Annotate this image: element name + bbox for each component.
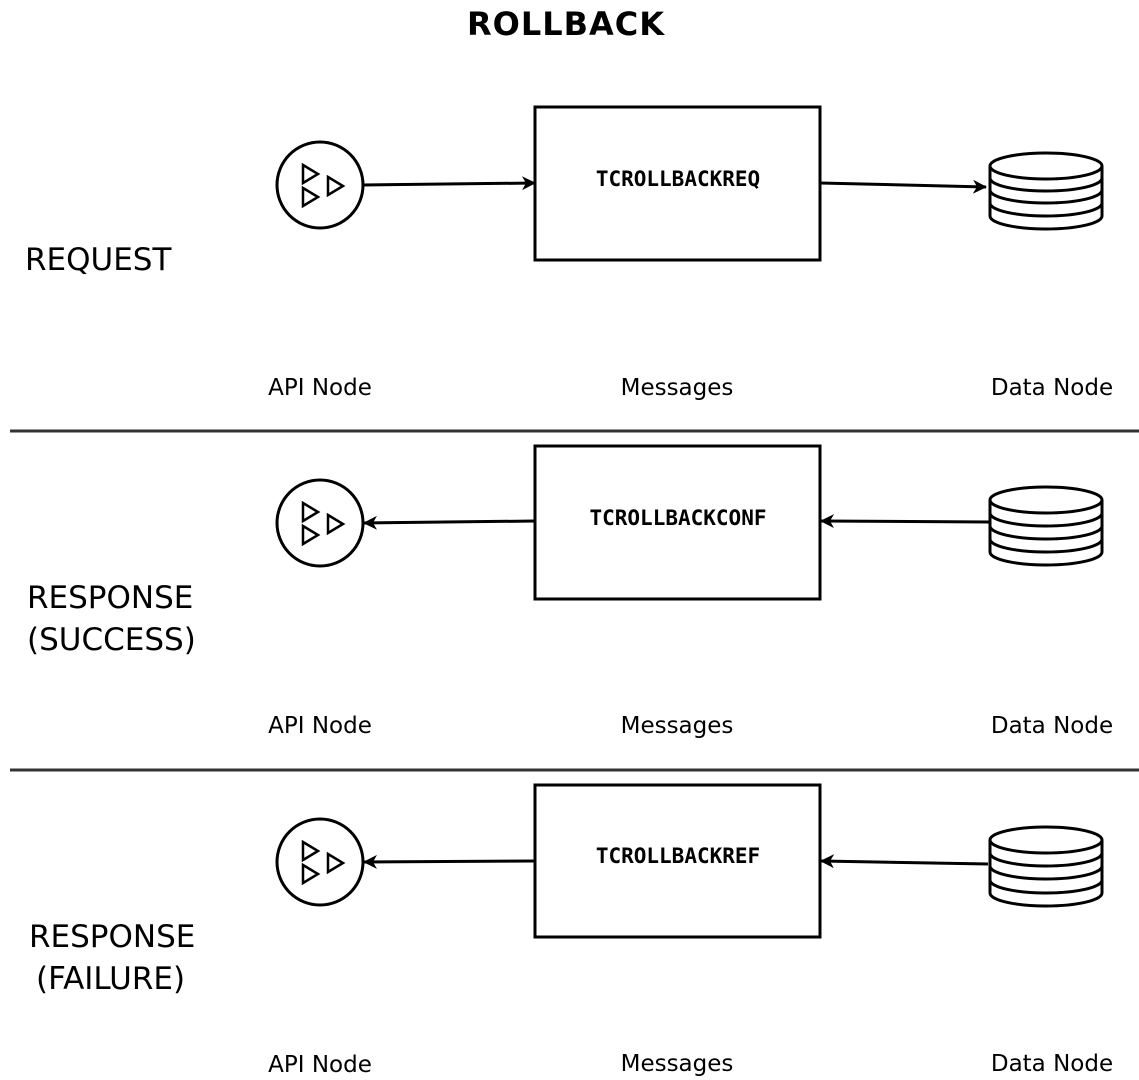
api-node-caption: API Node bbox=[268, 375, 372, 401]
api-node-icon bbox=[275, 817, 365, 907]
message-arrow bbox=[363, 854, 536, 869]
database-icon bbox=[988, 151, 1104, 231]
data-node-caption: Data Node bbox=[991, 1051, 1113, 1077]
message-arrow bbox=[363, 515, 536, 530]
phase-label: REQUEST bbox=[25, 242, 172, 278]
phase-label: RESPONSE (SUCCESS) bbox=[27, 580, 203, 658]
message-label: TCROLLBACKREQ bbox=[596, 167, 760, 191]
message-label: TCROLLBACKCONF bbox=[589, 506, 766, 530]
phase-label-line: REQUEST bbox=[25, 242, 172, 278]
phase-label-line: RESPONSE bbox=[29, 919, 195, 955]
api-node-caption: API Node bbox=[268, 713, 372, 739]
messages-caption: Messages bbox=[621, 1051, 734, 1077]
database-icon bbox=[988, 825, 1104, 908]
response-failure-section: RESPONSE (FAILURE) TCROLLBACKREF API Nod… bbox=[29, 783, 1113, 1078]
data-node-caption: Data Node bbox=[991, 375, 1113, 401]
message-arrow bbox=[820, 854, 989, 869]
message-box bbox=[533, 783, 822, 939]
phase-label-line: (SUCCESS) bbox=[27, 622, 196, 658]
message-box bbox=[533, 444, 822, 601]
messages-caption: Messages bbox=[621, 713, 734, 739]
message-arrow bbox=[819, 179, 987, 194]
phase-label-line: RESPONSE bbox=[27, 580, 193, 616]
message-arrow bbox=[362, 176, 536, 191]
response-success-section: RESPONSE (SUCCESS) TCROLLBACKCONF API No… bbox=[27, 444, 1113, 739]
diagram-title: ROLLBACK bbox=[467, 5, 665, 43]
phase-label: RESPONSE (FAILURE) bbox=[29, 919, 205, 997]
request-section: REQUEST TCROLLBACKREQ API Node Messages … bbox=[25, 105, 1113, 401]
api-node-icon bbox=[275, 140, 365, 230]
database-icon bbox=[988, 485, 1104, 567]
message-label: TCROLLBACKREF bbox=[596, 844, 760, 868]
phase-label-line: (FAILURE) bbox=[36, 961, 185, 997]
api-node-icon bbox=[275, 478, 365, 568]
messages-caption: Messages bbox=[621, 375, 734, 401]
api-node-caption: API Node bbox=[268, 1052, 372, 1078]
data-node-caption: Data Node bbox=[991, 713, 1113, 739]
message-arrow bbox=[820, 514, 991, 529]
message-box bbox=[533, 105, 822, 262]
